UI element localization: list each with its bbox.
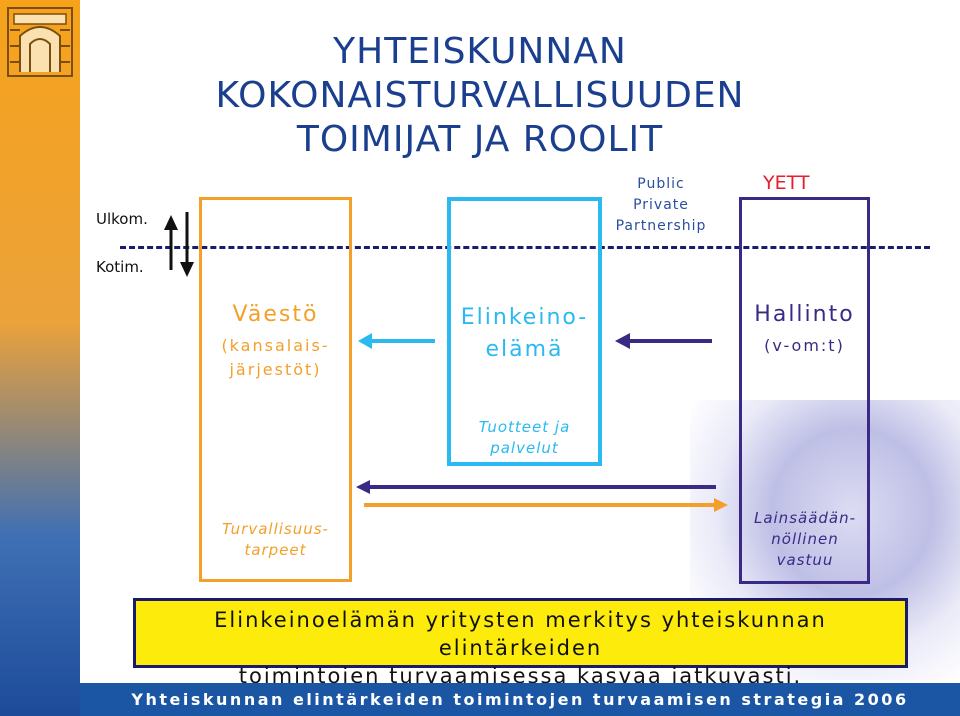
elinkeino-title-line-2: elämä (485, 337, 564, 362)
ppp-line-2: Private (633, 197, 689, 213)
hallinto-bottom-line-2: nöllinen (771, 530, 839, 548)
elinkeino-box (447, 197, 602, 466)
border-divider-line (120, 246, 930, 249)
vertical-double-arrow (164, 212, 194, 277)
arrow-elinkeino-to-vaesto (358, 333, 435, 349)
castle-logo (7, 7, 73, 77)
left-sidebar (0, 0, 80, 716)
title-line-3: TOIMIJAT JA ROOLIT (296, 119, 664, 160)
vaesto-box (199, 197, 352, 582)
ppp-line-3: Partnership (615, 218, 707, 234)
elinkeino-title-line-1: Elinkeino- (460, 305, 589, 330)
yett-label: YETT (763, 172, 810, 194)
elinkeino-bottom-line-2: palvelut (490, 439, 559, 457)
elinkeino-bottom-text: Tuotteet ja palvelut (447, 417, 602, 459)
vaesto-bottom-text: Turvallisuus- tarpeet (199, 519, 352, 561)
vaesto-bottom-line-1: Turvallisuus- (222, 520, 329, 538)
page-title: YHTEISKUNNAN KOKONAISTURVALLISUUDEN TOIM… (150, 30, 810, 162)
hallinto-bottom-line-3: vastuu (776, 551, 834, 569)
vaesto-subtitle: (kansalais- järjestöt) (199, 334, 352, 382)
elinkeino-title: Elinkeino- elämä (447, 302, 602, 366)
vaesto-title: Väestö (232, 302, 319, 327)
title-line-2: KOKONAISTURVALLISUUDEN (215, 75, 745, 116)
arrow-hallinto-to-vaesto (356, 480, 716, 494)
key-message-banner: Elinkeinoelämän yritysten merkitys yhtei… (133, 598, 908, 688)
title-line-1: YHTEISKUNNAN (333, 31, 627, 72)
ppp-line-1: Public (637, 176, 685, 192)
hallinto-title: Hallinto (754, 302, 855, 327)
elinkeino-bottom-line-1: Tuotteet ja (478, 418, 571, 436)
ppp-label: Public Private Partnership (600, 174, 722, 237)
vaesto-sub-line-2: järjestöt) (229, 360, 322, 379)
vaesto-sub-line-1: (kansalais- (221, 336, 330, 355)
vaesto-bottom-line-2: tarpeet (244, 541, 307, 559)
label-kotim: Kotim. (96, 258, 144, 276)
hallinto-bottom-text: Lainsäädän- nöllinen vastuu (735, 508, 875, 571)
footer-bar: Yhteiskunnan elintärkeiden toimintojen t… (80, 683, 960, 716)
hallinto-bottom-line-1: Lainsäädän- (753, 509, 857, 527)
hallinto-box (739, 197, 870, 584)
banner-line-1: Elinkeinoelämän yritysten merkitys yhtei… (214, 608, 827, 660)
arrow-vaesto-to-hallinto (364, 498, 728, 512)
label-ulkom: Ulkom. (96, 210, 148, 228)
hallinto-subtitle: (v-om:t) (764, 336, 845, 355)
arrow-hallinto-to-elinkeino (615, 333, 712, 349)
